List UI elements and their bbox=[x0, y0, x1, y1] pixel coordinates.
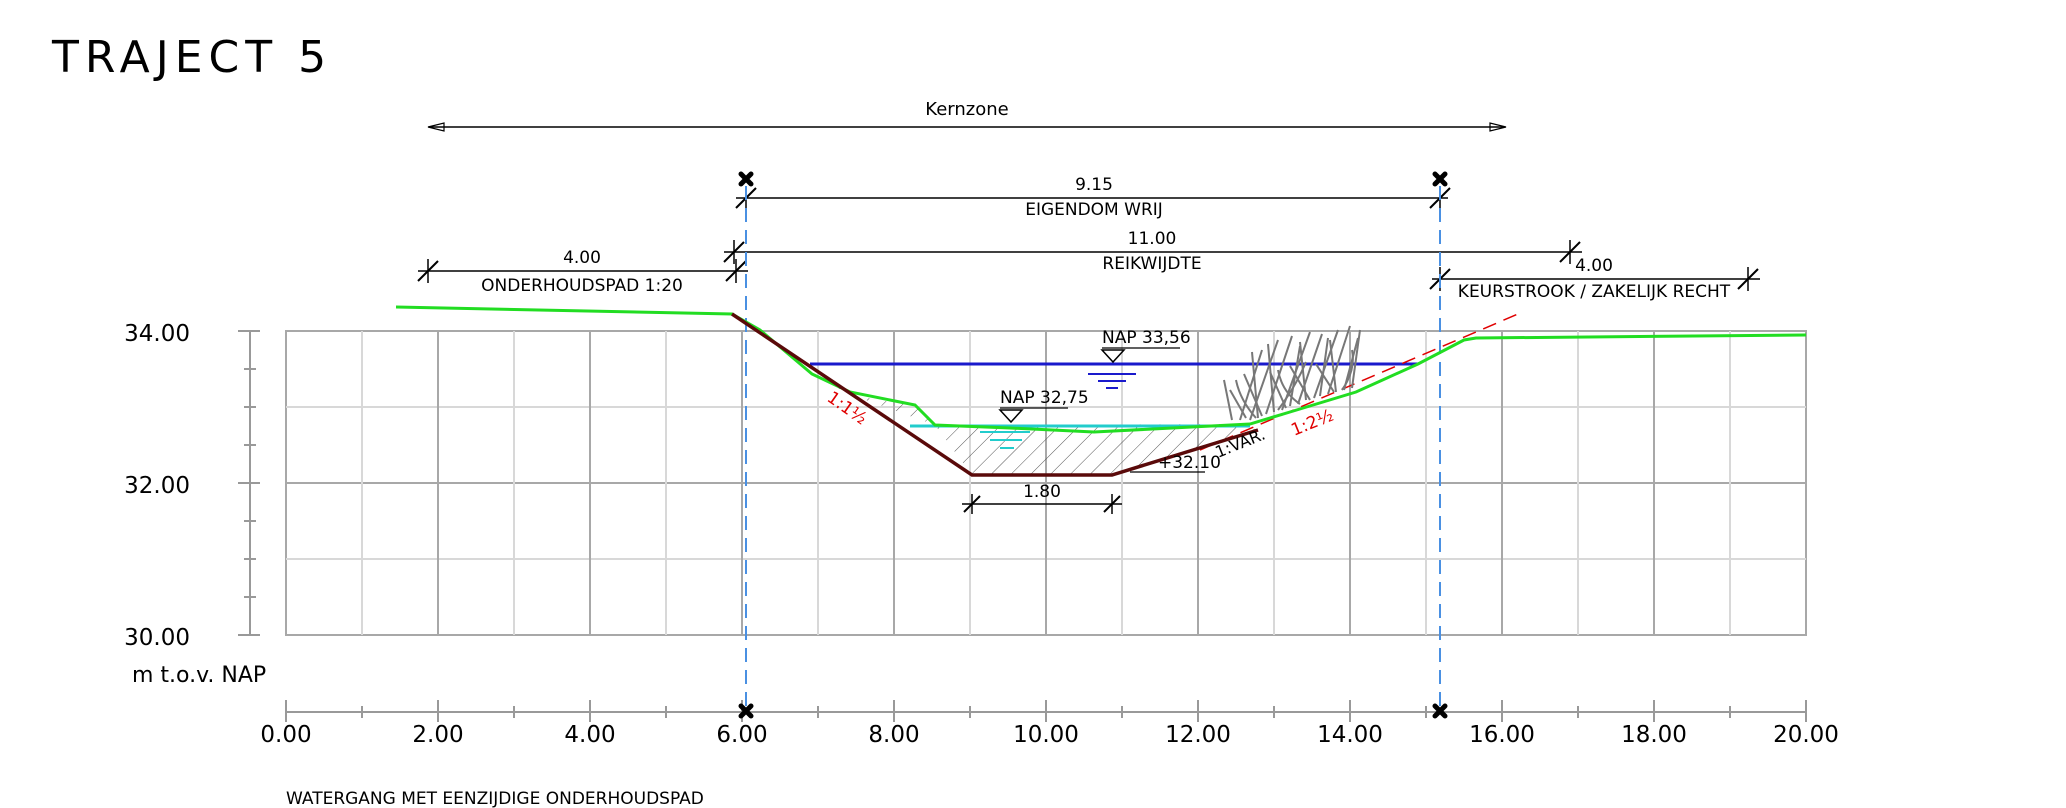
x-tick-10: 10.00 bbox=[1013, 722, 1079, 748]
x-tick-2: 2.00 bbox=[412, 722, 463, 748]
eigendom-width: 9.15 bbox=[1075, 175, 1113, 195]
bed-width-label: 1.80 bbox=[1023, 482, 1061, 502]
x-tick-18: 18.00 bbox=[1621, 722, 1687, 748]
drawing-caption: WATERGANG MET EENZIJDIGE ONDERHOUDSPAD bbox=[286, 789, 704, 808]
x-tick-14: 14.00 bbox=[1317, 722, 1383, 748]
x-tick-8: 8.00 bbox=[868, 722, 919, 748]
onderhoudspad-dimension bbox=[417, 259, 748, 283]
keurstrook-width: 4.00 bbox=[1575, 256, 1613, 276]
x-tick-16: 16.00 bbox=[1469, 722, 1535, 748]
kernzone-dimension bbox=[427, 122, 1507, 132]
reikwijdte-label: REIKWIJDTE bbox=[1102, 254, 1201, 274]
high-water-surface bbox=[810, 362, 1418, 389]
profile-grid bbox=[285, 330, 1807, 636]
existing-ground-line bbox=[395, 305, 1807, 434]
x-tick-6: 6.00 bbox=[716, 722, 767, 748]
x-tick-0: 0.00 bbox=[260, 722, 311, 748]
x-tick-4: 4.00 bbox=[564, 722, 615, 748]
kernzone-label: Kernzone bbox=[925, 99, 1008, 120]
low-water-marker bbox=[998, 409, 1024, 424]
onderhoudspad-label: ONDERHOUDSPAD 1:20 bbox=[481, 276, 683, 296]
x-tick-12: 12.00 bbox=[1165, 722, 1231, 748]
y-tick-32: 32.00 bbox=[124, 473, 190, 499]
boundary-markers bbox=[738, 171, 1448, 719]
bed-level-label: +32.10 bbox=[1158, 453, 1221, 473]
design-slope-line bbox=[1199, 313, 1519, 451]
eigendom-label: EIGENDOM WRIJ bbox=[1025, 200, 1163, 220]
x-tick-20: 20.00 bbox=[1773, 722, 1839, 748]
reed-vegetation bbox=[1223, 325, 1361, 421]
onderhoudspad-width: 4.00 bbox=[563, 248, 601, 268]
distance-axis bbox=[285, 700, 1807, 722]
y-tick-30: 30.00 bbox=[124, 625, 190, 651]
y-axis-unit: m t.o.v. NAP bbox=[132, 663, 266, 688]
high-water-marker bbox=[1100, 349, 1126, 364]
y-tick-34: 34.00 bbox=[124, 321, 190, 347]
level-axis bbox=[238, 330, 260, 636]
high-water-label: NAP 33,56 bbox=[1102, 328, 1191, 348]
drawing-title: TRAJECT 5 bbox=[51, 32, 332, 83]
design-profile bbox=[731, 312, 1259, 477]
reikwijdte-width: 11.00 bbox=[1128, 229, 1177, 249]
keurstrook-label: KEURSTROOK / ZAKELIJK RECHT bbox=[1458, 282, 1731, 302]
hatched-channel bbox=[812, 374, 1258, 475]
bed-width-dimension bbox=[962, 494, 1122, 514]
low-water-label: NAP 32,75 bbox=[1000, 388, 1089, 408]
